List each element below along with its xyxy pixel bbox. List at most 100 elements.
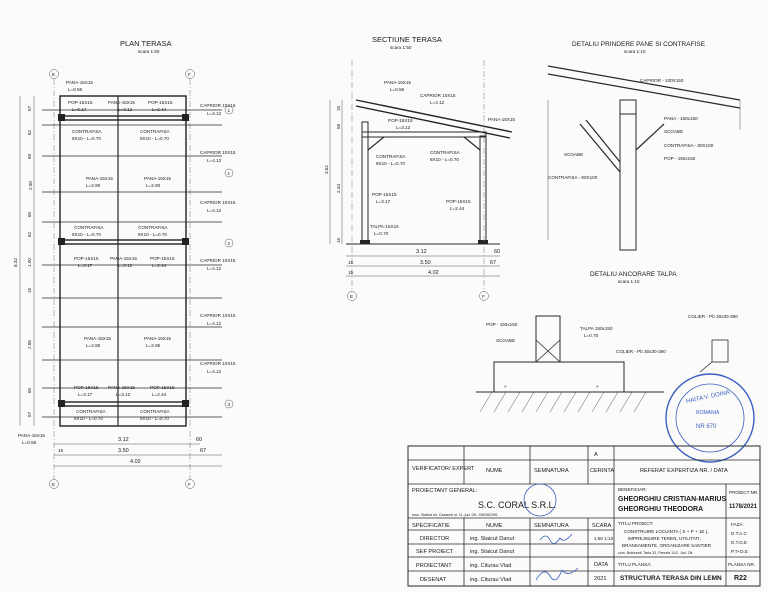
dim-label: 3.12 [118,437,129,443]
stamp-text2: NR 670 [696,424,717,430]
axis-e-marker-bottom [49,479,59,489]
plan-label: L=3.17 [72,107,87,112]
plan-label: CONTRAFISA [140,129,171,134]
detail1-label: CAPRIOR - 100X150 [640,78,684,83]
caprior-label: CAPRIOR 10X15 [200,150,236,155]
tb-cerinta: CERINTA [590,468,614,474]
detaliu-ancorare: DETALIU ANCORARE TALPA scara 1:10 × × [476,271,738,413]
dim-label: 15 [348,270,354,275]
plan-label: POP-15X15 [150,385,175,390]
detail2-labels: POP - 150x150 TALPA 150x150 L=0.70 COLIE… [486,314,738,354]
section-label: L=0.70 [374,231,389,236]
dim-label: 15 [336,105,341,111]
ground-hatch [479,391,647,413]
plan-label: POP-15X15 [74,385,99,390]
caprior-length: L=4.12 [207,158,222,163]
tb-role-proiectant: PROIECTANT [416,563,452,569]
engineer-stamp: HAITA V. DOINA ROMANIA NR 670 [665,373,755,463]
dim-label: 3.50 [118,448,129,454]
section-axis-e-label: E [350,294,353,299]
axis-2-label: 2 [228,241,231,246]
section-axis-f-marker [479,291,489,301]
plan-label: L=3.12 [118,263,133,268]
section-label: CAPRIOR 10X15 [420,93,456,98]
tb-titlu-plansa: STRUCTURA TERASA DIN LEMN [620,575,722,582]
tb-data-label: DATA [594,562,608,568]
section-label: 8X10 - L=0.70 [430,157,459,162]
plan-label: POP-15X15 [148,100,173,105]
tb-titlu-proiect-label: TITLU PROIECT: [618,521,653,526]
detail2-label: POP - 150x150 [486,322,518,327]
axis-e-label-top: E [52,72,55,77]
plan-labels: PANA-15X15 L=0.56 POP-15X15 L=3.17 PANA-… [18,80,236,445]
axis-1-marker-b [224,168,234,178]
section-axis-e-marker [347,291,357,301]
plan-label: POP-15X15 [68,100,93,105]
tb-role-desenat: DESENAT [420,577,447,583]
plan-label: 8X10 - L=0.70 [138,232,167,237]
plan-label: CAPRIOR 10X15 [200,103,236,108]
section-label: TALPA-15X15 [370,224,399,229]
tb-nume-2: NUME [486,523,503,529]
plan-label: L=3.12 [118,107,133,112]
title-block: VERIFICATOR/ EXPERT NUME SEMNATURA A CER… [407,445,761,587]
tb-verificator: VERIFICATOR/ EXPERT [412,466,475,472]
plan-label: L=2.90 [146,183,161,188]
dim-label: 67 [490,260,496,266]
section-label: POP-15X15 [446,199,471,204]
axis-1-label-b: 1 [228,171,231,176]
plan-label: 8X10 - L=0.70 [72,232,101,237]
tb-nume: NUME [486,468,503,474]
stamp-text1: ROMANIA [696,410,720,416]
section-label: L=4.12 [430,100,445,105]
caprior-length: L=4.12 [207,369,222,374]
signature-director [539,533,573,544]
section-label: L=3.17 [376,199,391,204]
section-label: PANA-15X15 [384,80,411,85]
plan-label: L=3.17 [78,392,93,397]
detail2-label: TALPA 150x150 [580,326,613,331]
plan-label: PANA-15X15 [108,385,135,390]
dim-label: 57 [27,105,32,111]
caprior-label: CAPRIOR 10X15 [200,200,236,205]
plan-label: L=0.56 [68,87,83,92]
plan-label: L=2.44 [152,263,167,268]
tb-role-sef: SEF PROIECT [416,549,454,555]
dim-label: 57 [27,411,32,417]
sectiune-terasa: SECTIUNE TERASA scara 1:50 PANA-15X15 L=… [324,35,515,301]
tb-scara: SCARA [592,523,612,529]
dim-label: 60 [494,249,500,255]
plan-title: PLAN TERASA [120,39,172,48]
plan-label: L=3.12 [116,392,131,397]
section-labels: PANA-15X15 L=0.56 CAPRIOR 10X15 L=4.12 P… [370,80,515,236]
plan-label: 8X10 - L=0.70 [140,136,169,141]
plan-label: PANA-15X15 [110,256,137,261]
plan-label: L=2.44 [152,392,167,397]
section-label: CONTRAFISA [376,154,407,159]
dim-label: 58 [336,123,341,129]
plan-terasa: PLAN TERASA scara 1:50 E F E F 1 1 2 3 [13,39,236,489]
tb-proiectant-general: PROIECTANT GENERAL: [412,488,478,494]
dim-label: 60 [196,437,202,443]
dim-label: 15 [348,260,354,265]
tb-titlu-proiect-1: CONSTRUIRE LOCUINTA ( S + P + 1E ), [624,529,709,534]
tb-titlu-plansa-label: TITLU PLANSA: [618,562,651,567]
plan-label: 8X10 - L=0.70 [74,416,103,421]
axis-f-label-top: F [188,72,191,77]
tb-scara-val: 1:50 1:10 [594,536,614,541]
section-label: 8X10 - L=0.70 [376,161,405,166]
axis-1-marker-a [224,105,234,115]
section-axis-f-label: F [482,294,485,299]
axis-f-label-bottom: F [188,482,191,487]
plan-label: 8X10 - L=0.70 [72,136,101,141]
section-label: L=3.12 [396,125,411,130]
dim-label: 62 [27,129,32,135]
tb-plansa-nr-label: PLANSA NR. [728,562,755,567]
axis-1-label-a: 1 [228,108,231,113]
plan-label: PANA-15X15 [108,100,135,105]
detail1-label: POP - 150x150 [664,156,696,161]
dim-label: 60 [27,211,32,217]
plan-label: POP-15X15 [150,256,175,261]
axis-e-label-bottom: E [52,482,55,487]
